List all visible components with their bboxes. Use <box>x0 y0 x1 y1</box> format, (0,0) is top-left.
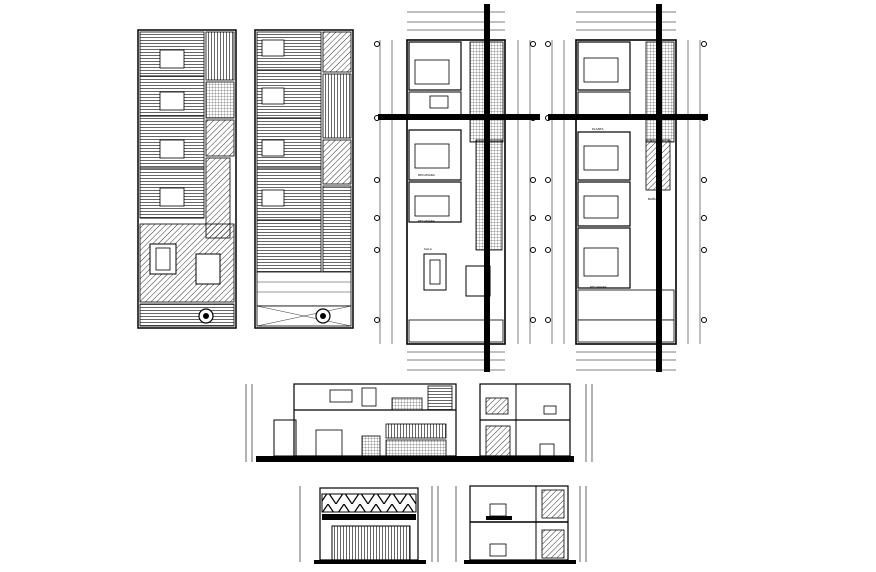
floor-plan-ground-dimensioned: RECAMARA RECAMARA SALA <box>374 4 540 372</box>
front-elevation <box>299 486 439 564</box>
floor-plan-upper-detailed <box>254 29 354 329</box>
bathroom-label: BAÑO <box>648 196 657 201</box>
bedroom-label: RECAMARA <box>418 173 436 177</box>
living-room-label: SALA <box>424 247 433 251</box>
bedroom-label-3: RECAMARA <box>590 285 608 289</box>
upper-plan-header: PLANTA <box>592 127 604 131</box>
cross-section <box>455 485 587 564</box>
longitudinal-section <box>245 383 593 462</box>
floor-plan-ground-detailed <box>137 29 237 329</box>
floor-plan-upper-dimensioned: PLANTA RECAMARA BAÑO <box>545 4 708 372</box>
bedroom-label-2: RECAMARA <box>418 219 436 223</box>
